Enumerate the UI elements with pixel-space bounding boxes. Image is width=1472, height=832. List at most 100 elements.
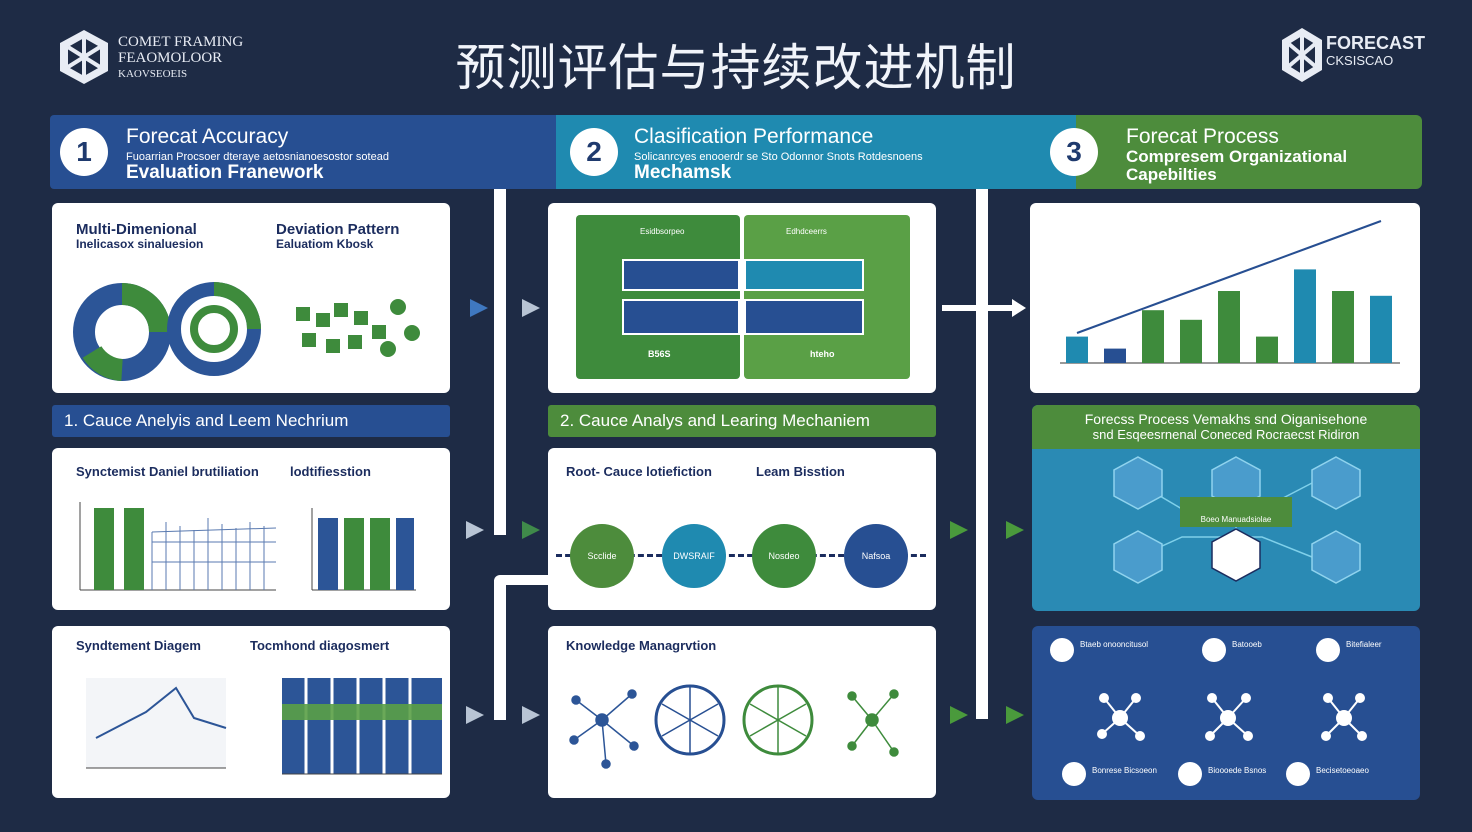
flow-connector [494,580,506,720]
card-heading: Syndtement Diagem [76,638,201,653]
arrow-right-icon [950,521,968,539]
arrow-right-icon [1006,521,1024,539]
card-heading: Leam Bisstion [756,464,845,479]
arrow-right-icon [466,706,484,724]
process-line [556,554,926,557]
section-strip: 2. Cauce Analys and Learing Mechaniem [548,405,936,437]
logo-left-line3: KAOVSEOEIS [118,68,188,80]
hexagon-logo-icon [1282,28,1322,82]
chart-bar [1066,336,1088,363]
flow-connector [494,575,554,585]
card-root-cause: Root- Cauce lotiefiction Leam Bisstion S… [548,448,936,610]
chart-bar [1294,269,1316,363]
diagram-line-chart [86,678,442,775]
panel-green [744,215,910,379]
arrow-right-icon [1006,706,1024,724]
banner-3-title: Forecat Process [1126,125,1279,148]
chart-bar [1256,336,1278,363]
banner-2-title: Clasification Performance [634,125,874,148]
banner-1-subtitle: Fuoarrian Procsoer dteraye aetosnianoeso… [126,151,389,163]
card-systemic-diagram: Syndtement Diagem Tocmhond diagosmert [52,626,450,798]
left-logo: COMET FRAMING FEAOMOLOOR KAOVSEOEIS [58,28,258,88]
card-accuracy-indicators: Multi-Dimenional Inelicasox sinaluesion … [52,203,450,393]
arrow-right-icon [522,299,540,317]
matrix-cell [744,259,864,291]
logo-left-line2: FEAOMOLOOR [118,50,223,66]
process-node: Scclide [570,524,634,588]
improvement-bar-chart [1060,220,1400,364]
capabilities-title: Forecss Process Vemakhs snd Oiganisehone [1084,411,1368,427]
capability-item: Bioooede Bsnos [1208,766,1267,775]
matrix-cell [622,299,740,335]
chart-bar [1180,319,1202,363]
matrix-cell [744,299,864,335]
donut-charts-graphic [73,282,420,381]
banner-1-title: Forecat Accuracy [126,125,289,148]
arrow-right-icon [470,299,488,317]
step-number-2: 2 [570,128,618,176]
chart-bar [1370,295,1392,363]
panel-footer: B56S [648,349,671,359]
chart-bar [1104,348,1126,363]
card-process-improvement-chart [1030,203,1420,393]
card-heading: Multi-Dimenional [76,221,197,238]
flow-connector [942,305,1014,311]
hub-label: Boeo Manuadsiolae [1200,515,1272,524]
panel-label: Esidbsorpeo [640,227,685,236]
panel-label: Edhdceerrs [786,227,827,236]
banner-2-subtitle: Solicanrcyes enooerdr se Sto Odonnor Sno… [634,151,923,163]
banner-step-1: 1 Forecat Accuracy Fuoarrian Procsoer dt… [50,115,610,189]
chart-bar [1218,291,1240,363]
capability-item: Batooeb [1232,640,1262,649]
arrow-right-icon [950,706,968,724]
card-subheading: Inelicasox sinaluesion [76,237,204,251]
deviation-bar-chart [79,502,416,591]
panel-green [576,215,740,379]
capability-icons-graphic [1050,638,1367,786]
step-number-1: 1 [60,128,108,176]
card-organizational-capabilities: Forecss Process Vemakhs snd Oiganisehone… [1032,405,1420,611]
logo-right-line2: CKSISCAO [1326,53,1394,68]
matrix-cell [622,259,740,291]
page-title: 预测评估与持续改进机制 [455,39,1017,97]
banner-3-title2: Compresem Organizational [1126,147,1348,166]
capabilities-header [1032,405,1420,449]
arrow-right-icon [522,706,540,724]
card-heading: lodtifiesstion [290,464,371,479]
chart-bar [1332,291,1354,363]
process-node: DWSRAIF [662,524,726,588]
process-node: Nafsoa [844,524,908,588]
chart-bar [1142,310,1164,363]
banner-2-title2: Mechamsk [634,162,732,183]
process-node: Nosdeo [752,524,816,588]
banner-3-title3: Capebilties [1126,165,1217,184]
card-capability-items: Btaeb onooncitusol Batooeb Bitefialeer B… [1032,626,1420,800]
card-heading: Synctemist Daniel brutiliation [76,464,259,479]
card-knowledge-management: Knowledge Managrvtion [548,626,936,798]
arrow-right-icon [522,521,540,539]
flow-connector [976,189,988,719]
card-classification-matrix: Esidbsorpeo Edhdceerrs B56S hteho [548,203,936,393]
card-systemic-deviation: Synctemist Daniel brutiliation lodtifies… [52,448,450,610]
card-heading: Knowledge Managrvtion [566,638,717,653]
hexagon-logo-icon [60,30,108,84]
capability-item: Btaeb onooncitusol [1080,640,1149,649]
knowledge-network-graphic [569,684,899,769]
arrow-right-icon [466,521,484,539]
panel-footer: hteho [810,349,835,359]
capability-item: Bitefialeer [1346,640,1382,649]
section-strip: 1. Cauce Anelyis and Leem Nechrium [52,405,450,437]
capability-item: Becisetoeoaeo [1316,766,1369,775]
right-logo: FORECAST CKSISCAO [1280,26,1450,86]
arrow-right-icon [1012,299,1026,317]
banner-step-3: 3 Forecat Process Compresem Organization… [1050,115,1422,189]
card-heading: Root- Cauce lotiefiction [566,464,712,479]
banner-1-title2: Evaluation Franework [126,162,324,183]
capabilities-subtitle: snd Esqeesrnenal Coneced Rocraecst Ridir… [1092,427,1360,442]
flow-connector [494,189,506,535]
logo-left-line1: COMET FRAMING [118,34,244,50]
card-heading: Tocmhond diagosmert [250,638,390,653]
card-heading: Deviation Pattern [276,221,400,238]
step-number-3: 3 [1050,128,1098,176]
capabilities-network-graphic [1113,456,1361,584]
